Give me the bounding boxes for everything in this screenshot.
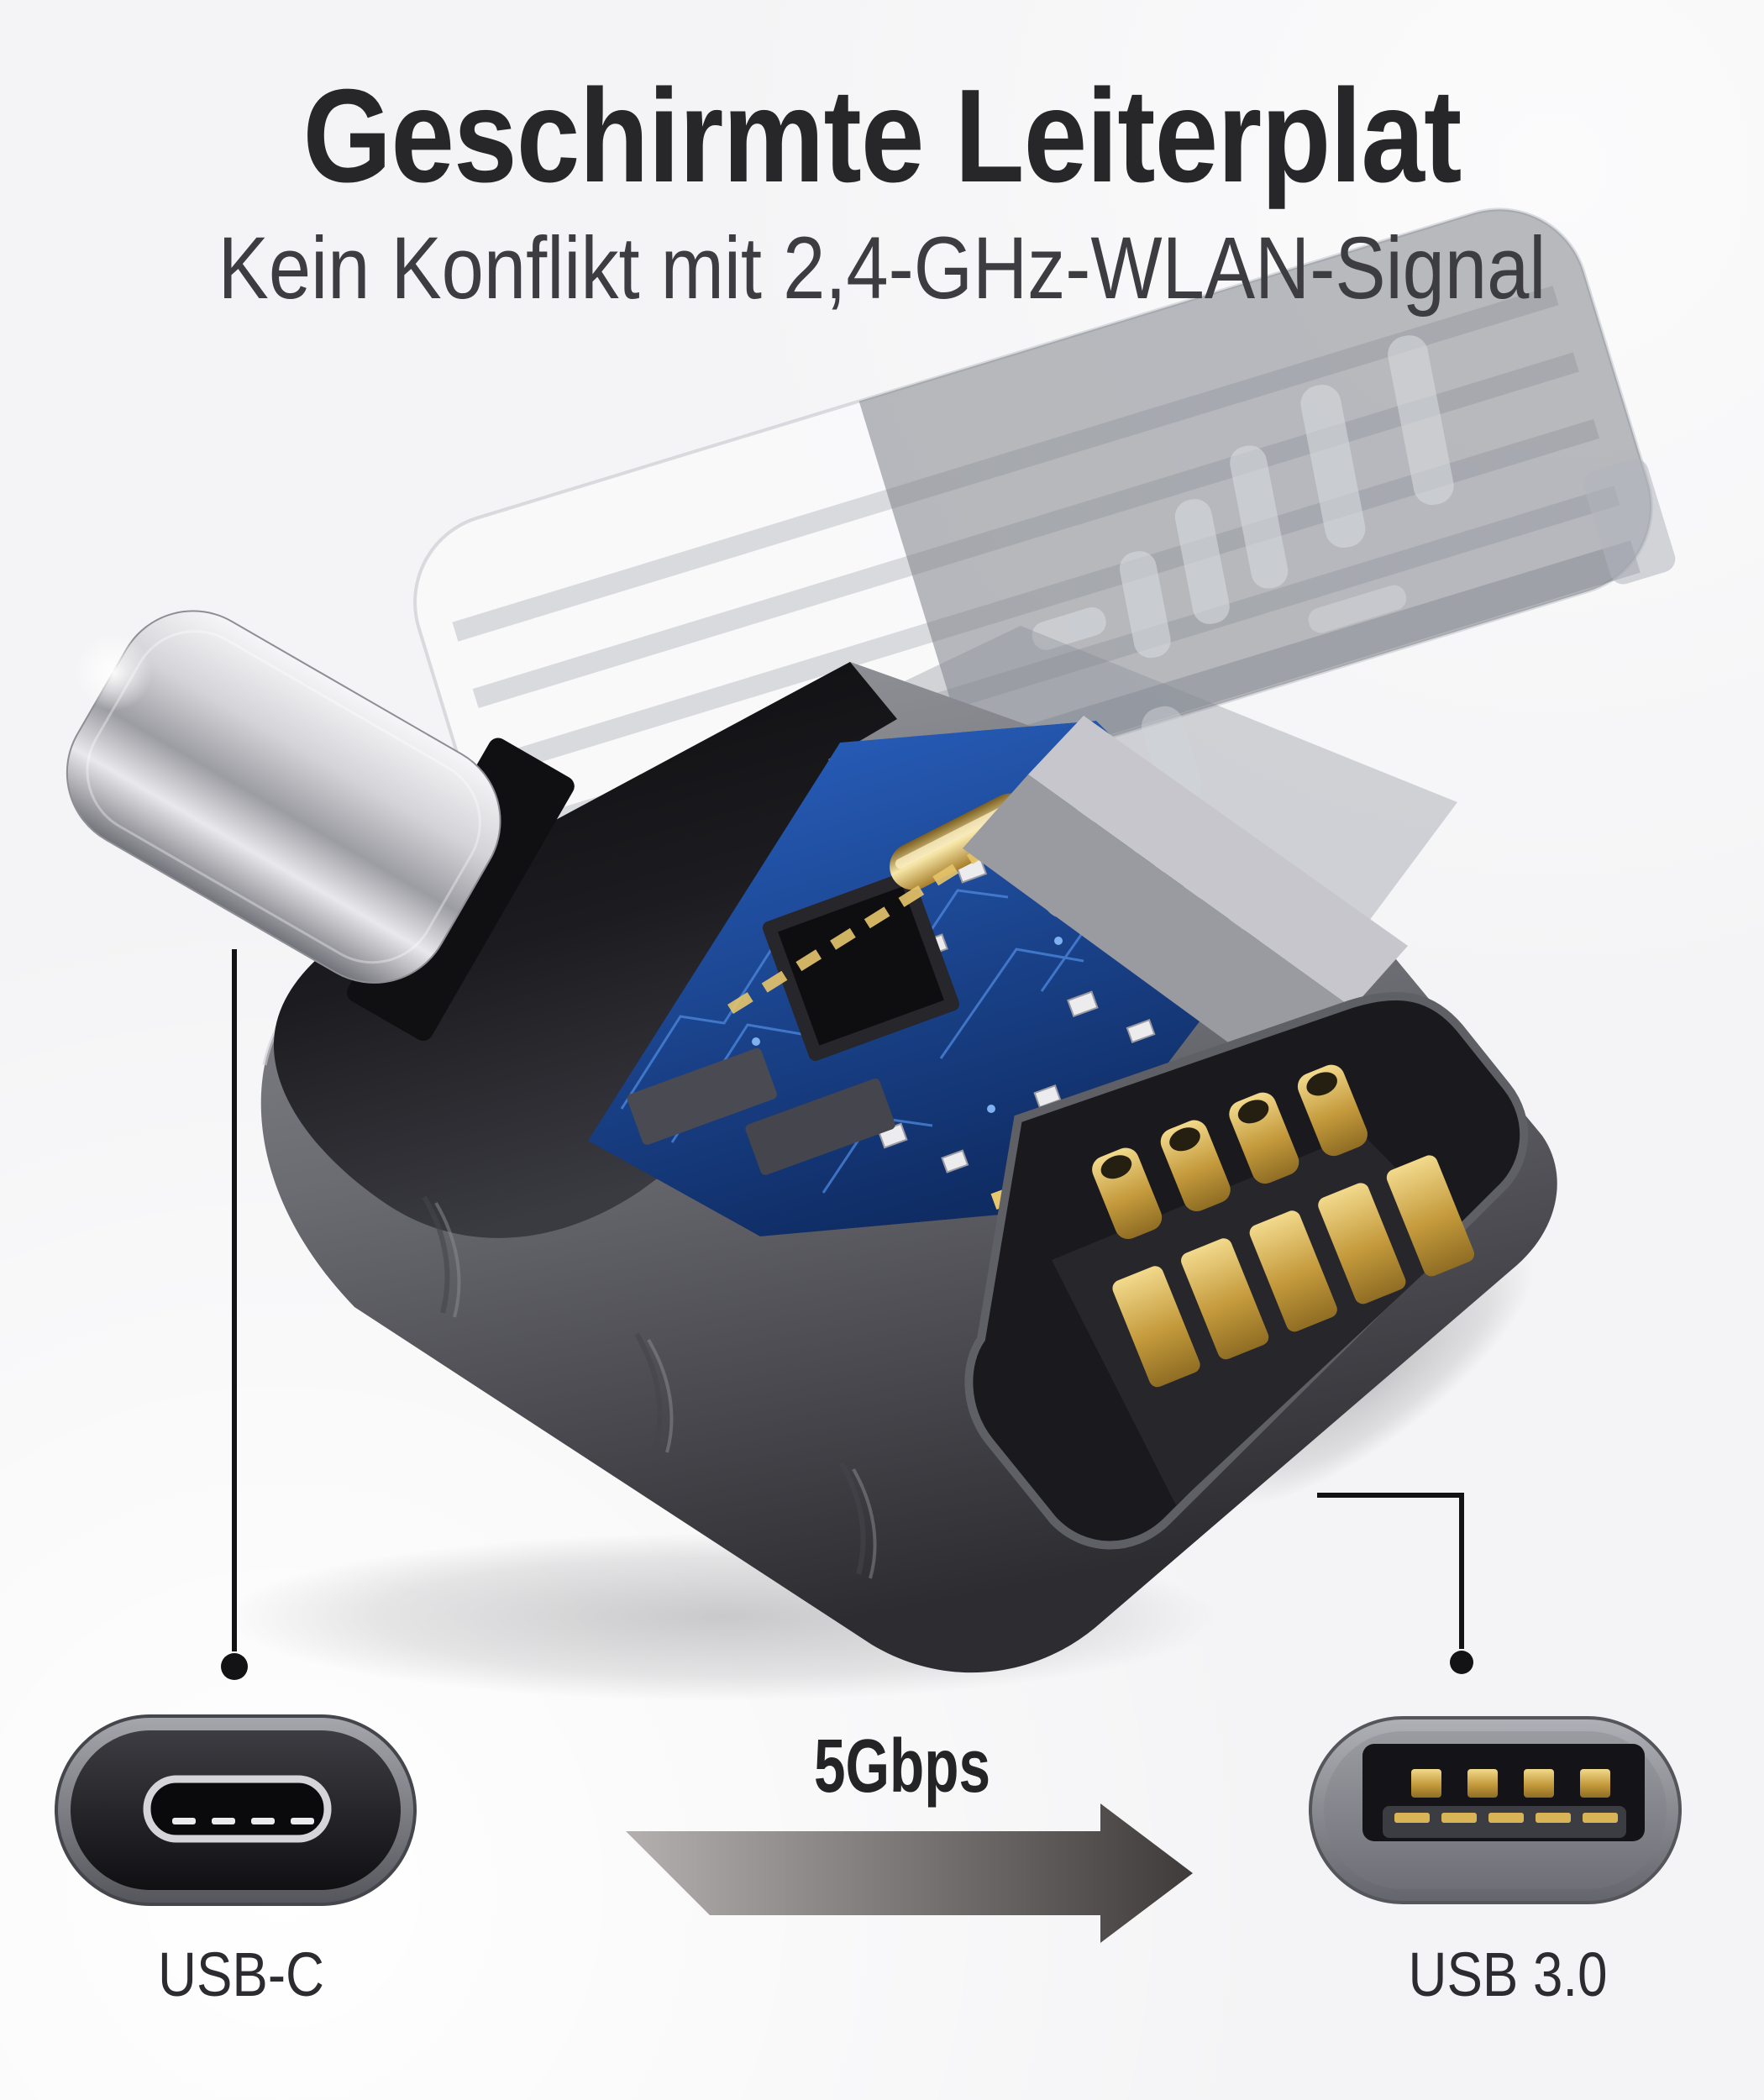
callout-dot: [221, 1653, 248, 1680]
gold-contacts: [1092, 1064, 1475, 1388]
usb-c-label: USB-C: [157, 1940, 325, 2009]
usb-c-slot: [143, 1775, 332, 1843]
callout-usb-a: [1317, 1493, 1473, 1674]
callout-dot: [1450, 1651, 1473, 1674]
usb-c-pins: [172, 1818, 314, 1824]
lens-flare: [75, 633, 152, 711]
usb-a-contacts: [1411, 1769, 1610, 1798]
callout-line: [1317, 1493, 1464, 1649]
platform-face: [963, 774, 1352, 1085]
speed-arrow: [626, 1803, 1193, 1943]
callout-usb-c: [221, 949, 248, 1680]
memory-chips: [627, 1047, 895, 1175]
speed-label: 5Gbps: [813, 1725, 991, 1809]
main-chip: [762, 871, 960, 1061]
page-title: Geschirmte Leiterplat: [302, 62, 1462, 210]
usb-a-tongue-pads: [1394, 1813, 1618, 1823]
page-subtitle: Kein Konflikt mit 2,4-GHz-WLAN-Signal: [218, 219, 1546, 318]
usb-a-port: [963, 716, 1529, 1550]
cover-cutouts: [1032, 335, 1454, 659]
platform-top: [1028, 716, 1408, 1008]
shell-grooves: [422, 1195, 877, 1579]
usb-a-port-icon: [1309, 1716, 1682, 1904]
usb-a-label: USB 3.0: [1408, 1940, 1608, 2009]
usb-c-plug: [66, 610, 575, 1041]
usb-c-port-icon: [55, 1714, 417, 1906]
cover-tab: [1583, 459, 1676, 585]
